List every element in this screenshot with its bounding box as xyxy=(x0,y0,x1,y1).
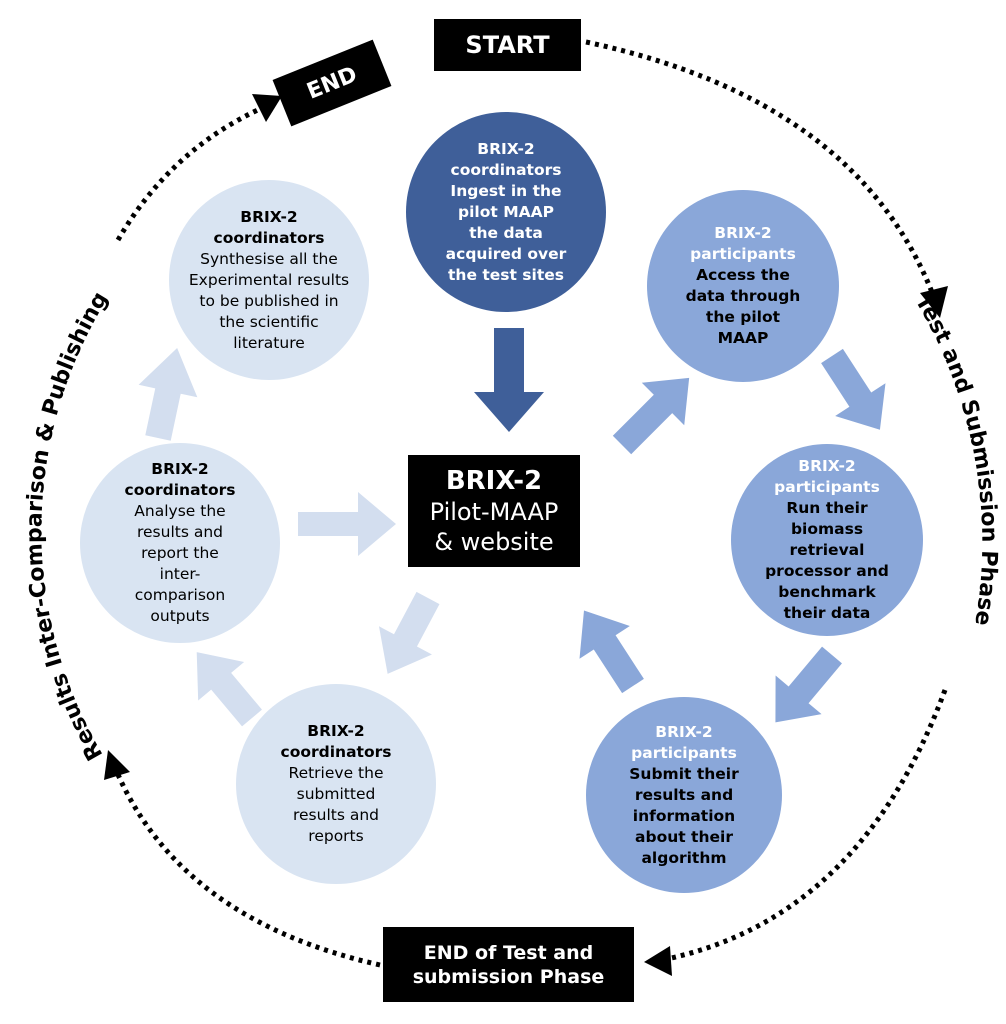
step-analyse-what-1: Analyse the xyxy=(134,502,226,520)
step-retrieve-what-3: results and xyxy=(292,806,379,824)
flow-arrow-ingest-to-center xyxy=(474,328,544,432)
step-analyse-who-1: BRIX-2 xyxy=(151,460,209,478)
step-access-what-3: the pilot xyxy=(705,308,781,326)
step-submit-what-3: information xyxy=(632,806,736,825)
flow-arrow-access-to-run xyxy=(821,348,886,430)
step-retrieve-who-1: BRIX-2 xyxy=(307,722,365,740)
arrowhead-end xyxy=(252,94,282,122)
step-ingest-what-5: the test sites xyxy=(448,265,564,284)
step-access-what-4: MAAP xyxy=(717,329,769,347)
step-ingest-what-4: acquired over xyxy=(445,244,567,263)
start-label: START xyxy=(465,31,550,59)
step-access: BRIX-2 participants Access the data thro… xyxy=(647,190,839,382)
step-submit-who-1: BRIX-2 xyxy=(655,722,713,741)
step-access-who-1: BRIX-2 xyxy=(714,224,772,242)
end-test-label-line1: END of Test and xyxy=(423,941,594,964)
flow-arrow-analyse-to-center xyxy=(298,492,396,556)
step-submit-what-2: results and xyxy=(634,785,734,804)
step-submit-what-4: about their xyxy=(635,827,733,846)
cycle-arc-results-to-end xyxy=(115,105,264,242)
step-run-what-1: Run their xyxy=(786,499,868,517)
step-analyse-what-4: inter- xyxy=(159,565,201,583)
center-pilot-maap-box: BRIX-2 Pilot-MAAP & website xyxy=(408,455,580,567)
end-label: END xyxy=(303,61,361,105)
flow-arrow-analyse-to-synthesise xyxy=(138,348,198,441)
step-retrieve-what-2: submitted xyxy=(296,785,376,803)
step-access-who-2: participants xyxy=(690,245,796,263)
step-run-what-4: processor and xyxy=(765,562,889,580)
center-line3: & website xyxy=(434,528,554,556)
cycle-arc-submission-to-end xyxy=(661,689,948,963)
step-retrieve-what-4: reports xyxy=(308,827,364,845)
end-test-box: END of Test and submission Phase xyxy=(383,927,634,1002)
step-analyse-who-2: coordinators xyxy=(124,481,236,499)
step-ingest-what-3: the data xyxy=(469,223,543,242)
flow-arrow-center-to-retrieve xyxy=(378,591,440,674)
step-submit-what-1: Submit their xyxy=(629,764,739,783)
step-analyse-what-2: results and xyxy=(136,523,223,541)
step-ingest-what-2: pilot MAAP xyxy=(458,202,554,221)
step-access-what-2: data through xyxy=(685,287,801,305)
step-ingest-what-1: Ingest in the xyxy=(450,181,562,200)
start-box: START xyxy=(434,19,581,71)
end-test-label-line2: submission Phase xyxy=(412,965,605,988)
step-synthesise-who-1: BRIX-2 xyxy=(240,207,298,226)
step-run-who-1: BRIX-2 xyxy=(798,457,856,475)
arrowhead-results xyxy=(104,750,130,780)
step-analyse-what-6: outputs xyxy=(150,607,210,625)
step-analyse-what-5: comparison xyxy=(134,586,226,604)
step-analyse-what-3: report the xyxy=(141,544,219,562)
center-line2: Pilot-MAAP xyxy=(429,498,559,526)
step-ingest: BRIX-2 coordinators Ingest in the pilot … xyxy=(406,112,606,312)
step-synthesise-what-2: Experimental results xyxy=(188,270,350,289)
step-analyse: BRIX-2 coordinators Analyse the results … xyxy=(80,443,280,643)
step-ingest-who-1: BRIX-2 xyxy=(477,139,535,158)
arrowhead-end-test xyxy=(644,946,672,976)
step-run-what-5: benchmark xyxy=(778,583,876,601)
step-retrieve: BRIX-2 coordinators Retrieve the submitt… xyxy=(236,684,436,884)
step-run-what-6: their data xyxy=(783,604,871,622)
step-synthesise-what-1: Synthesise all the xyxy=(200,249,338,268)
cycle-arc-end-test-to-results xyxy=(113,769,381,968)
flow-arrow-submit-to-center xyxy=(579,610,644,694)
step-ingest-who-2: coordinators xyxy=(450,160,562,179)
step-access-what-1: Access the xyxy=(696,266,790,284)
step-run: BRIX-2 participants Run their biomass re… xyxy=(731,444,923,636)
cycle-arc-start-to-test xyxy=(585,39,938,301)
center-title: BRIX-2 xyxy=(445,466,543,496)
step-retrieve-who-2: coordinators xyxy=(280,743,392,761)
step-synthesise-who-2: coordinators xyxy=(213,228,325,247)
flow-arrow-retrieve-to-analyse xyxy=(196,652,262,727)
step-synthesise: BRIX-2 coordinators Synthesise all the E… xyxy=(169,180,369,380)
step-run-who-2: participants xyxy=(774,478,880,496)
arrowhead-test xyxy=(920,286,948,318)
step-submit-what-5: algorithm xyxy=(641,848,727,867)
step-synthesise-what-4: the scientific xyxy=(219,312,319,331)
step-synthesise-what-3: to be published in xyxy=(199,291,339,310)
flow-arrow-center-to-access xyxy=(612,377,690,455)
flow-arrow-run-to-submit xyxy=(775,646,842,723)
phase-label-right: Test and Submission Phase xyxy=(910,290,1001,627)
step-retrieve-what-1: Retrieve the xyxy=(288,764,384,782)
step-synthesise-what-5: literature xyxy=(233,333,305,352)
step-run-what-2: biomass xyxy=(790,520,864,538)
step-submit: BRIX-2 participants Submit their results… xyxy=(586,697,782,893)
step-run-what-3: retrieval xyxy=(789,541,865,559)
step-submit-who-2: participants xyxy=(631,743,737,762)
